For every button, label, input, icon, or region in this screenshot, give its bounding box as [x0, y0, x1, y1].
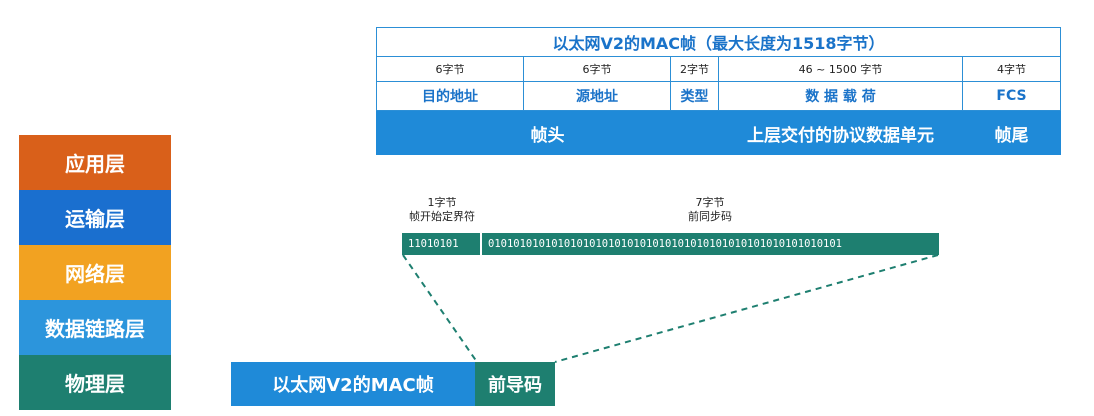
frame-payload-label: 上层交付的协议数据单元 — [747, 125, 934, 146]
layer-network: 网络层 — [19, 245, 171, 300]
zoom-line-right — [554, 254, 939, 363]
sync-size: 7字节 — [695, 196, 725, 209]
sfd-desc: 帧开始定界符 — [409, 210, 475, 223]
mac-frame-table: 以太网V2的MAC帧（最大长度为1518字节） 6字节 6字节 2字节 46 ~… — [376, 27, 1061, 155]
frame-title: 以太网V2的MAC帧（最大长度为1518字节） — [376, 27, 1061, 56]
layer-data-link: 数据链路层 — [19, 300, 171, 355]
sync-label: 7字节 前同步码 — [660, 196, 760, 224]
frame-header-label: 帧头 — [530, 125, 565, 146]
zoom-line-left — [402, 254, 478, 363]
layer-application: 应用层 — [19, 135, 171, 190]
sync-desc: 前同步码 — [688, 210, 732, 223]
sync-bits: 0101010101010101010101010101010101010101… — [482, 233, 939, 255]
frame-trailer-label: 帧尾 — [994, 125, 1029, 146]
sfd-size: 1字节 — [427, 196, 457, 209]
sfd-label: 1字节 帧开始定界符 — [392, 196, 492, 224]
preamble-block: 前导码 — [475, 362, 555, 406]
field-fcs: FCS — [962, 81, 1061, 111]
sfd-bits: 11010101 — [402, 233, 480, 255]
layer-transport: 运输层 — [19, 190, 171, 245]
layer-physical: 物理层 — [19, 355, 171, 410]
frame-bar: 帧头 上层交付的协议数据单元 帧尾 — [376, 111, 1061, 155]
mac-frame-block: 以太网V2的MAC帧 — [231, 362, 475, 406]
